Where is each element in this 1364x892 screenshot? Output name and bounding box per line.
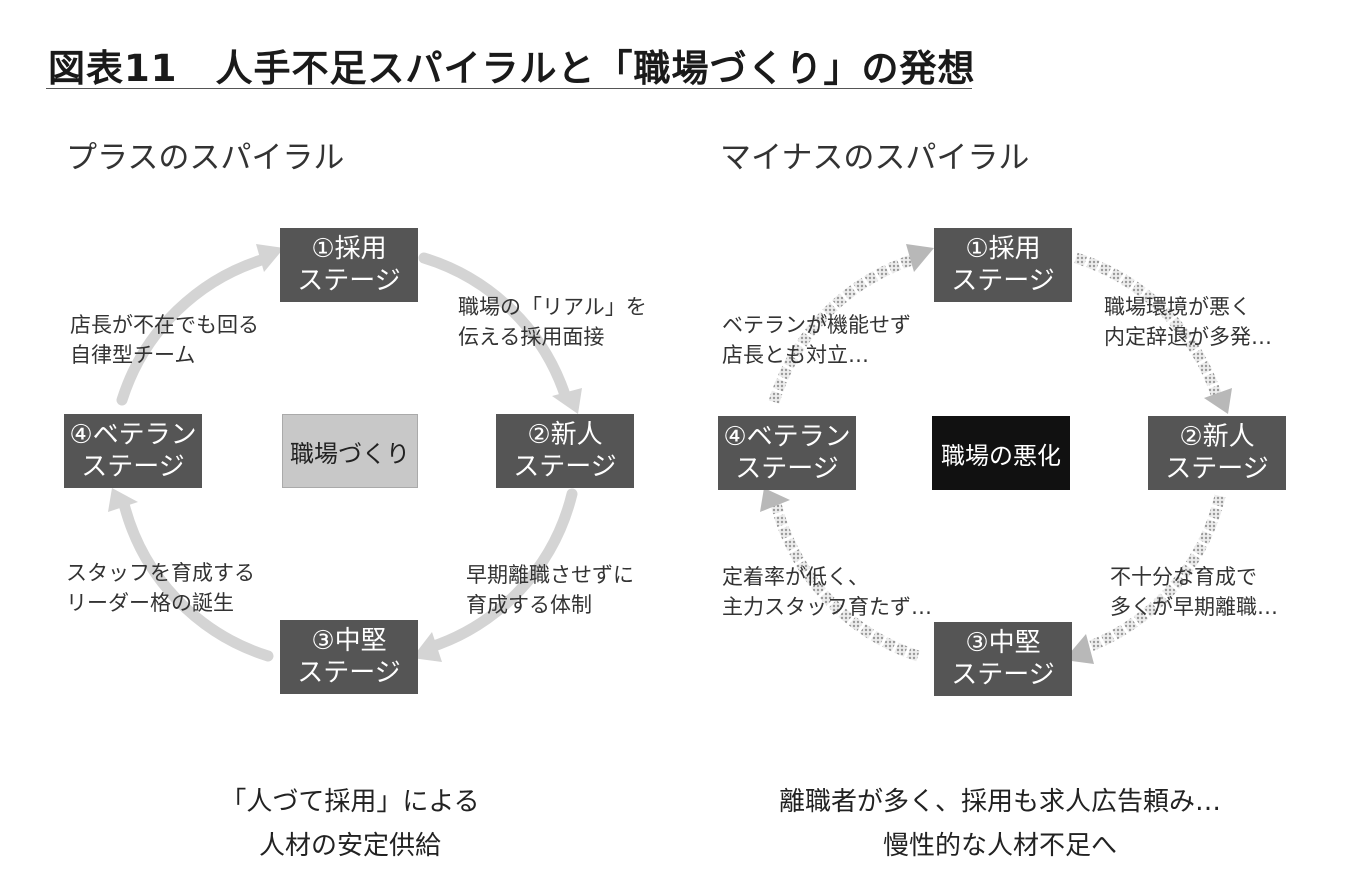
negative-note-recruit-to-newcomer: 職場環境が悪く 内定辞退が多発…	[1104, 295, 1272, 349]
negative-arrowheads	[760, 244, 1232, 664]
negative-stage-veteran: ④ベテラン ステージ	[718, 416, 856, 490]
positive-stage-veteran: ④ベテラン ステージ	[64, 414, 202, 488]
negative-stage-recruit: ①採用 ステージ	[934, 228, 1072, 302]
negative-caption: 離職者が多く、採用も求人広告頼み… 慢性的な人材不足へ	[778, 787, 1221, 861]
positive-arrowheads	[108, 244, 582, 662]
positive-stage-mid: ③中堅 ステージ	[280, 620, 418, 694]
arrow-mid-to-veteran	[118, 498, 274, 662]
arrow-recruit-to-newcomer-neg	[1074, 252, 1224, 402]
positive-note-recruit-to-newcomer: 職場の「リアル」を 伝える採用面接	[458, 295, 647, 349]
arrow-recruit-to-newcomer	[418, 252, 572, 404]
positive-cycle-arrows	[116, 252, 578, 662]
positive-note-mid-to-veteran: スタッフを育成する リーダー格の誕生	[66, 561, 255, 615]
arrow-newcomer-to-mid	[422, 488, 578, 654]
negative-stage-mid: ③中堅 ステージ	[934, 622, 1072, 696]
arrow-newcomer-to-mid-neg	[1078, 494, 1226, 656]
negative-note-mid-to-veteran: 定着率が低く、 主力スタッフ育たず…	[722, 565, 932, 619]
positive-note-veteran-to-recruit: 店長が不在でも回る 自律型チーム	[70, 313, 259, 367]
negative-note-veteran-to-recruit: ベテランが機能せず 店長とも対立…	[722, 313, 911, 367]
positive-caption: 「人づて採用」による 人材の安定供給	[220, 787, 480, 861]
negative-spiral-heading: マイナスのスパイラル	[720, 140, 1030, 176]
negative-note-newcomer-to-mid: 不十分な育成で 多くが早期離職…	[1110, 565, 1278, 619]
positive-spiral-heading: プラスのスパイラル	[66, 140, 345, 176]
title-underline	[46, 88, 972, 89]
figure-title: 図表11 人手不足スパイラルと「職場づくり」の発想	[48, 47, 976, 90]
arrow-mid-to-veteran-neg	[770, 502, 920, 662]
arrow-veteran-to-recruit	[116, 252, 274, 406]
negative-stage-newcomer: ②新人 ステージ	[1148, 416, 1286, 490]
positive-center-workplace-building: 職場づくり	[282, 414, 418, 488]
negative-center-workplace-deterioration: 職場の悪化	[932, 416, 1070, 490]
positive-stage-recruit: ①採用 ステージ	[280, 228, 418, 302]
negative-cycle-arrows	[768, 252, 1226, 662]
arrow-veteran-to-recruit-neg	[768, 252, 920, 404]
positive-stage-newcomer: ②新人 ステージ	[496, 414, 634, 488]
positive-note-newcomer-to-mid: 早期離職させずに 育成する体制	[466, 563, 634, 617]
